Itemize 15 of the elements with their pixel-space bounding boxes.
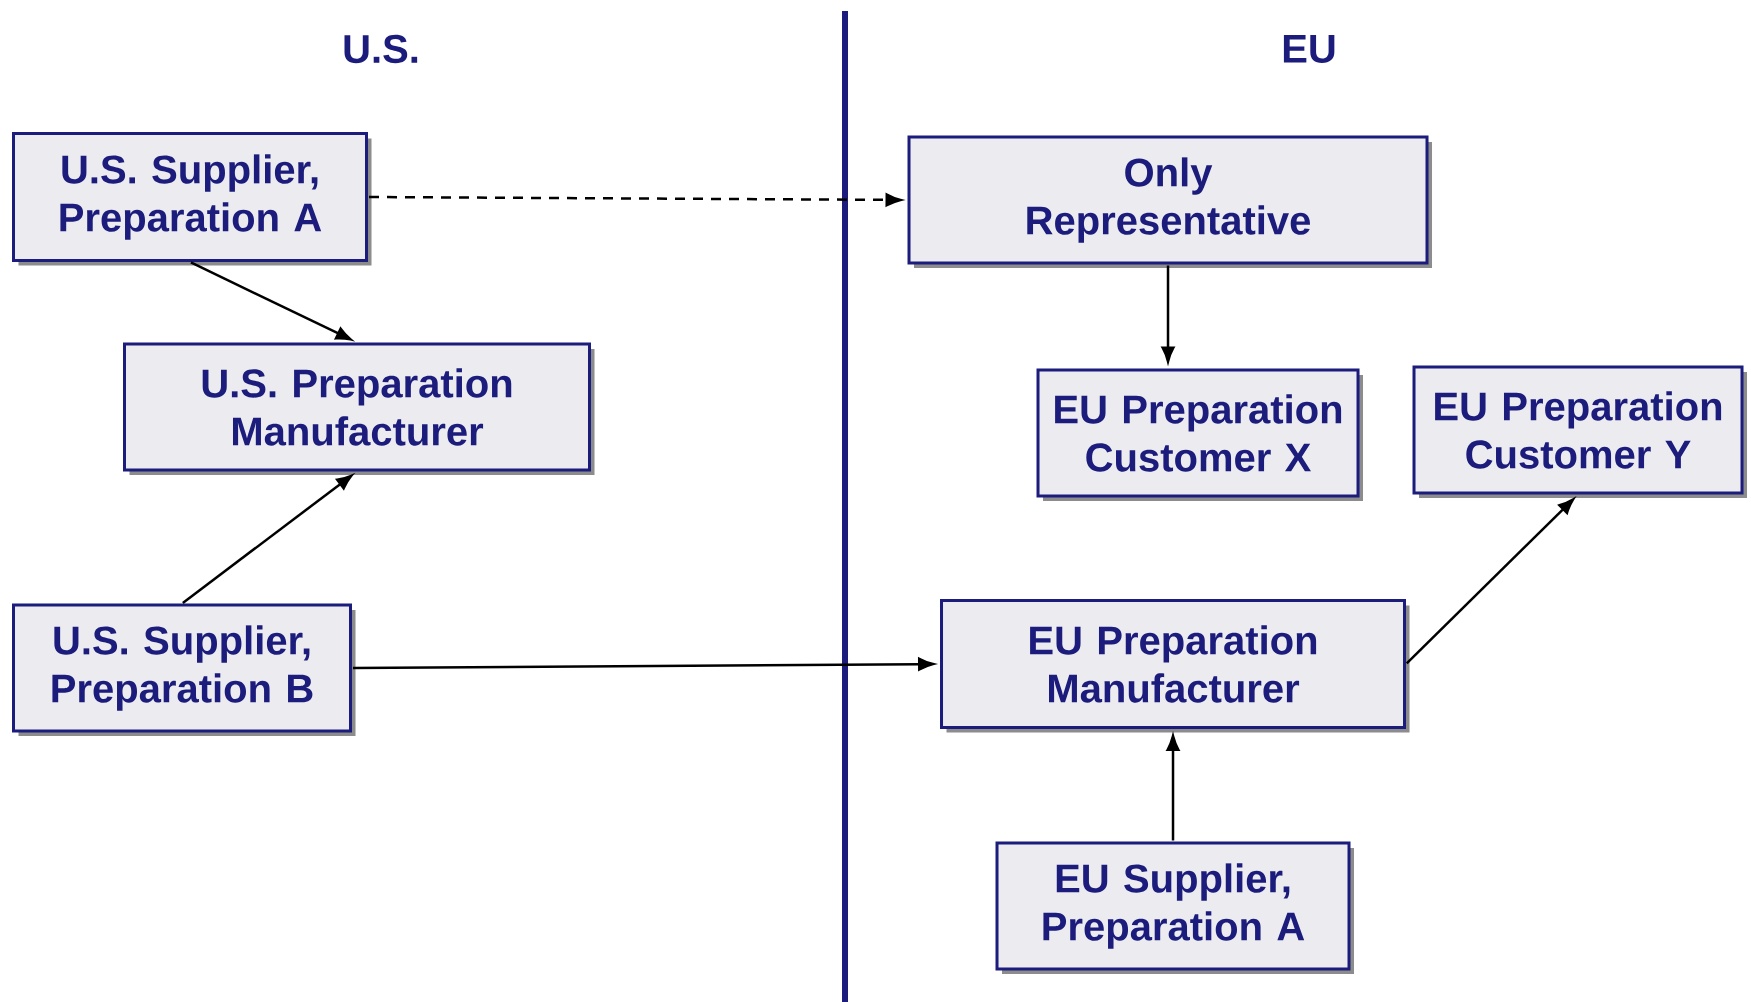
- arrow: [1166, 734, 1180, 841]
- column-heading: U.S.: [344, 34, 418, 64]
- process-box: EU Supplier, Preparation A: [995, 841, 1354, 974]
- process-box: Only Representative: [907, 135, 1432, 268]
- arrow: [182, 474, 353, 604]
- process-box: EU Preparation Customer Y: [1412, 365, 1747, 498]
- process-box: U.S. Supplier, Preparation A: [12, 132, 372, 266]
- process-box: EU Preparation Manufacturer: [940, 599, 1410, 733]
- arrow: [190, 261, 352, 341]
- process-box: EU Preparation Customer X: [1036, 368, 1363, 501]
- arrow: [353, 657, 935, 671]
- process-box: U.S. Preparation Manufacturer: [123, 342, 595, 475]
- arrow: [1405, 498, 1575, 665]
- column-heading: EU: [1283, 35, 1335, 63]
- process-box: U.S. Supplier, Preparation B: [12, 603, 356, 736]
